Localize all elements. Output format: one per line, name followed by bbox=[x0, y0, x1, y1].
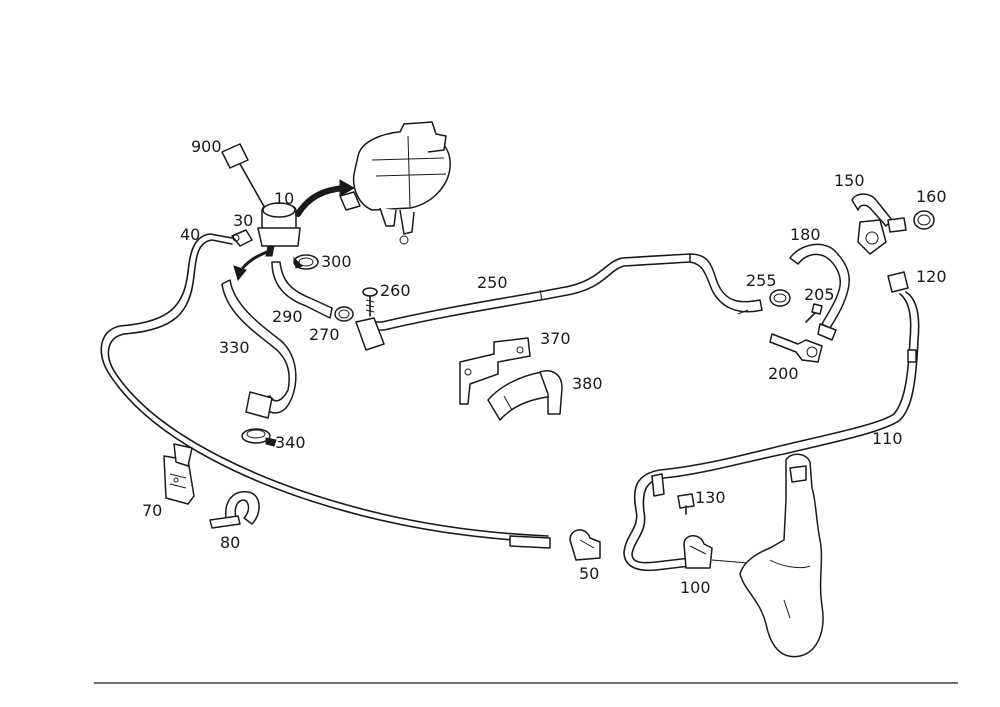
callout-250: 250 bbox=[477, 273, 508, 292]
part-10-pump[interactable] bbox=[257, 202, 301, 257]
callout-150: 150 bbox=[834, 171, 865, 190]
callout-270: 270 bbox=[309, 325, 340, 344]
callout-330: 330 bbox=[219, 338, 250, 357]
callout-340: 340 bbox=[275, 433, 306, 452]
part-120-fitting[interactable] bbox=[887, 271, 909, 293]
callout-380: 380 bbox=[572, 374, 603, 393]
flow-arrows bbox=[233, 179, 356, 282]
part-270-clamp[interactable] bbox=[334, 306, 354, 322]
callout-30: 30 bbox=[233, 211, 253, 230]
part-300-clamp[interactable] bbox=[293, 254, 319, 270]
callout-255: 255 bbox=[746, 271, 777, 290]
callout-160: 160 bbox=[916, 187, 947, 206]
part-70-bracket[interactable] bbox=[163, 443, 195, 505]
part-180-hose[interactable] bbox=[789, 243, 850, 341]
part-250-pipe[interactable] bbox=[355, 253, 763, 351]
callout-110: 110 bbox=[872, 429, 903, 448]
callout-70: 70 bbox=[142, 501, 162, 520]
callout-40: 40 bbox=[180, 225, 200, 244]
part-reservoir[interactable] bbox=[739, 453, 824, 658]
part-50-clip[interactable] bbox=[569, 529, 601, 561]
callout-180: 180 bbox=[790, 225, 821, 244]
part-expansion-tank[interactable] bbox=[339, 121, 451, 245]
callout-130: 130 bbox=[695, 488, 726, 507]
callout-260: 260 bbox=[380, 281, 411, 300]
callout-200: 200 bbox=[768, 364, 799, 383]
part-150-hose[interactable] bbox=[851, 193, 907, 255]
part-110-pipe[interactable] bbox=[623, 291, 920, 572]
callout-300: 300 bbox=[321, 252, 352, 271]
part-340-clamp[interactable] bbox=[241, 428, 277, 447]
part-200-valve[interactable] bbox=[769, 333, 823, 363]
part-80-clip[interactable] bbox=[209, 491, 260, 529]
callout-370: 370 bbox=[540, 329, 571, 348]
part-290-hose[interactable] bbox=[271, 261, 333, 319]
callout-205: 205 bbox=[804, 285, 835, 304]
part-370-bracket[interactable] bbox=[459, 337, 531, 405]
part-330-hose[interactable] bbox=[221, 279, 297, 419]
part-205-bolt[interactable] bbox=[805, 303, 823, 323]
callout-120: 120 bbox=[916, 267, 947, 286]
callout-50: 50 bbox=[579, 564, 599, 583]
callout-290: 290 bbox=[272, 307, 303, 326]
part-900-connector[interactable] bbox=[221, 143, 267, 211]
callout-900: 900 bbox=[191, 137, 222, 156]
callout-80: 80 bbox=[220, 533, 240, 552]
callout-10: 10 bbox=[274, 189, 294, 208]
leader-lines bbox=[737, 309, 749, 315]
part-160-clamp[interactable] bbox=[913, 210, 935, 230]
part-255-clamp[interactable] bbox=[769, 289, 791, 307]
callout-labels: 900 10 30 40 300 260 250 290 270 330 340… bbox=[142, 137, 947, 597]
part-260-screw[interactable] bbox=[362, 287, 378, 317]
callout-100: 100 bbox=[680, 578, 711, 597]
part-30-fitting[interactable] bbox=[231, 229, 253, 247]
part-40-hose[interactable] bbox=[100, 233, 551, 549]
part-130-rivet[interactable] bbox=[677, 493, 695, 515]
part-380-strap[interactable] bbox=[487, 370, 563, 421]
